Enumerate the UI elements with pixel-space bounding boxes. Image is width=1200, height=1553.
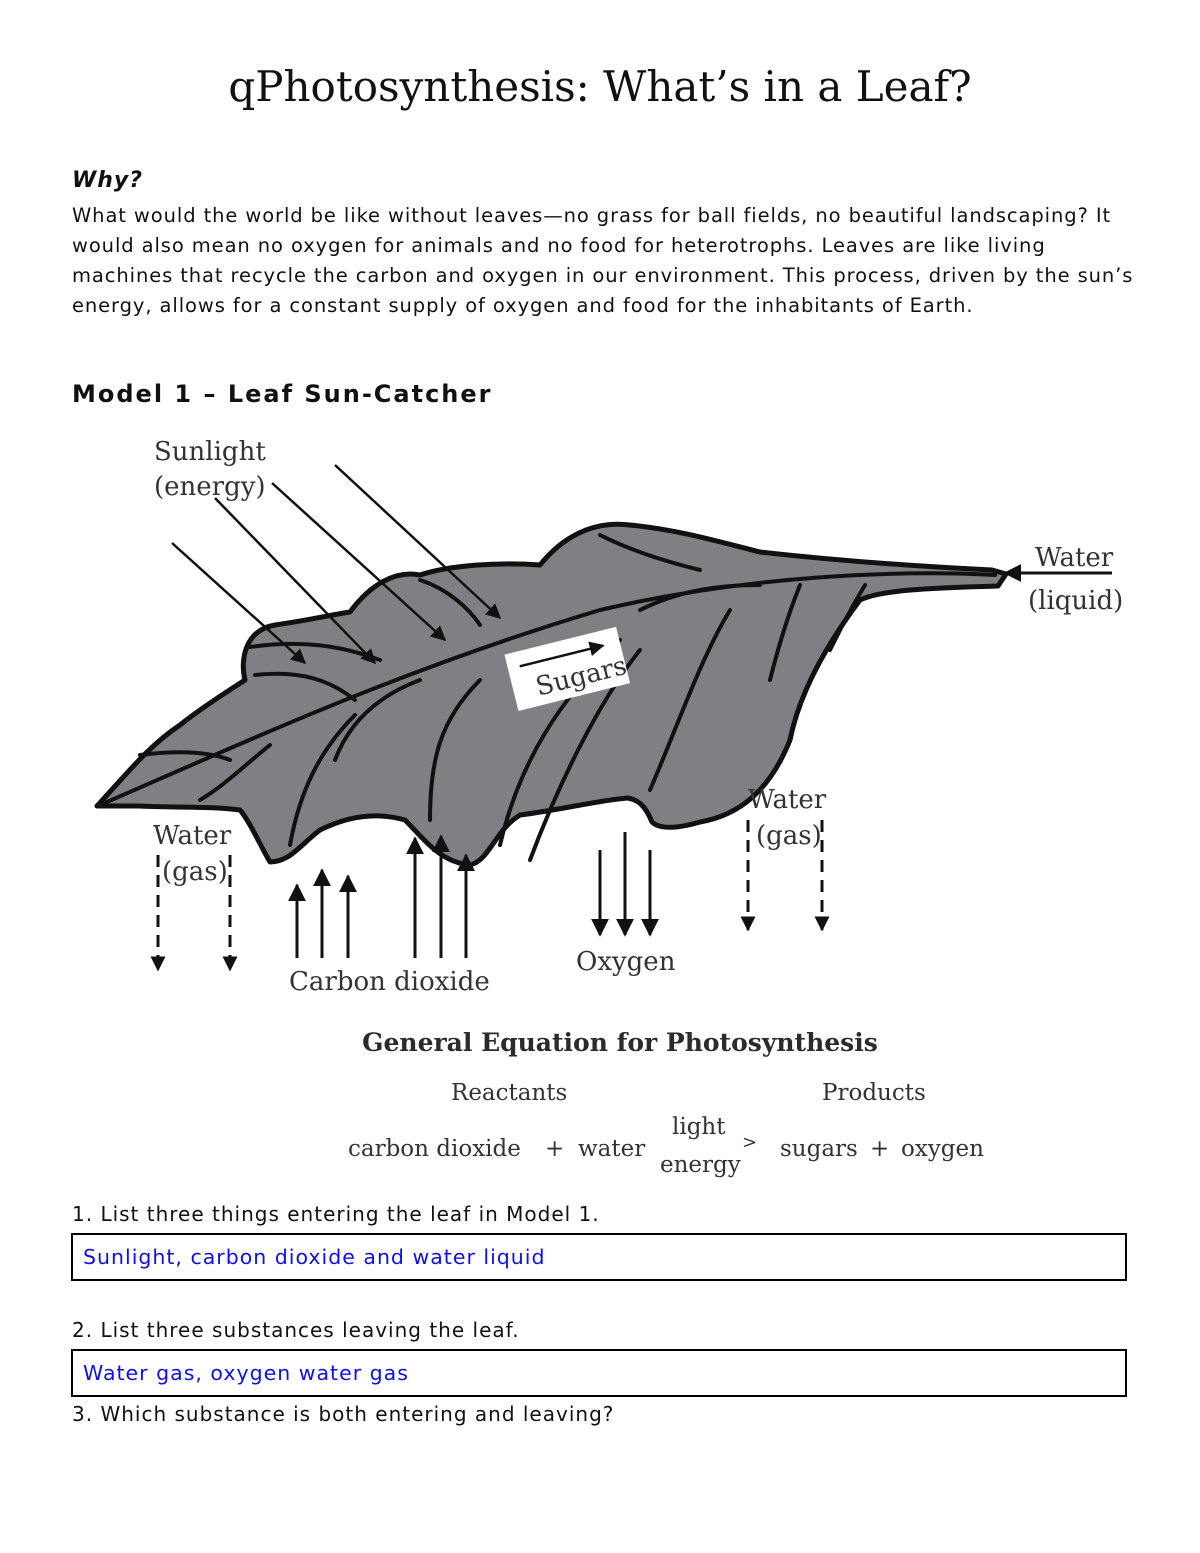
products-label: Products (822, 1080, 926, 1106)
answer-1-box[interactable]: Sunlight, carbon dioxide and water liqui… (71, 1233, 1127, 1281)
question-2: 2. List three substances leaving the lea… (72, 1318, 520, 1342)
reactant-water: water (578, 1136, 645, 1162)
oxygen-label: Oxygen (576, 947, 676, 977)
carbon-dioxide-arrows (297, 836, 466, 958)
energy-label: (energy) (154, 472, 266, 502)
answer-2-text: Water gas, oxygen water gas (83, 1361, 409, 1385)
product-oxygen: oxygen (901, 1136, 984, 1162)
equation-title: General Equation for Photosynthesis (0, 1028, 1200, 1057)
question-3: 3. Which substance is both entering and … (72, 1402, 614, 1426)
energy-label-eq: energy (660, 1152, 741, 1178)
plus-sign-2: + (870, 1136, 889, 1162)
answer-1-text: Sunlight, carbon dioxide and water liqui… (83, 1245, 546, 1269)
answer-2-box[interactable]: Water gas, oxygen water gas (71, 1349, 1127, 1397)
reactants-label: Reactants (451, 1080, 567, 1106)
gas-right-label: (gas) (756, 821, 822, 851)
liquid-label: (liquid) (1028, 586, 1123, 616)
plus-sign-1: + (545, 1136, 564, 1162)
page-title: qPhotosynthesis: What’s in a Leaf? (0, 62, 1200, 111)
water-gas-right-label: Water (748, 785, 827, 815)
sunlight-label: Sunlight (154, 437, 266, 467)
water-liquid-label: Water (1035, 543, 1114, 573)
why-paragraph: What would the world be like without lea… (72, 201, 1152, 321)
question-1: 1. List three things entering the leaf i… (72, 1202, 600, 1226)
why-heading: Why? (72, 168, 143, 193)
carbon-dioxide-label: Carbon dioxide (289, 967, 490, 997)
leaf-diagram: Sugars Sunlight (energy) Water (liquid) … (0, 420, 1200, 1010)
product-sugars: sugars (780, 1136, 858, 1162)
oxygen-arrows (600, 832, 650, 935)
water-gas-left-label: Water (153, 821, 232, 851)
yield-arrow: > (742, 1132, 757, 1153)
gas-left-label: (gas) (162, 857, 228, 887)
reactant-carbon-dioxide: carbon dioxide (348, 1136, 521, 1162)
light-label: light (672, 1114, 726, 1140)
model-heading: Model 1 – Leaf Sun-Catcher (72, 380, 493, 408)
